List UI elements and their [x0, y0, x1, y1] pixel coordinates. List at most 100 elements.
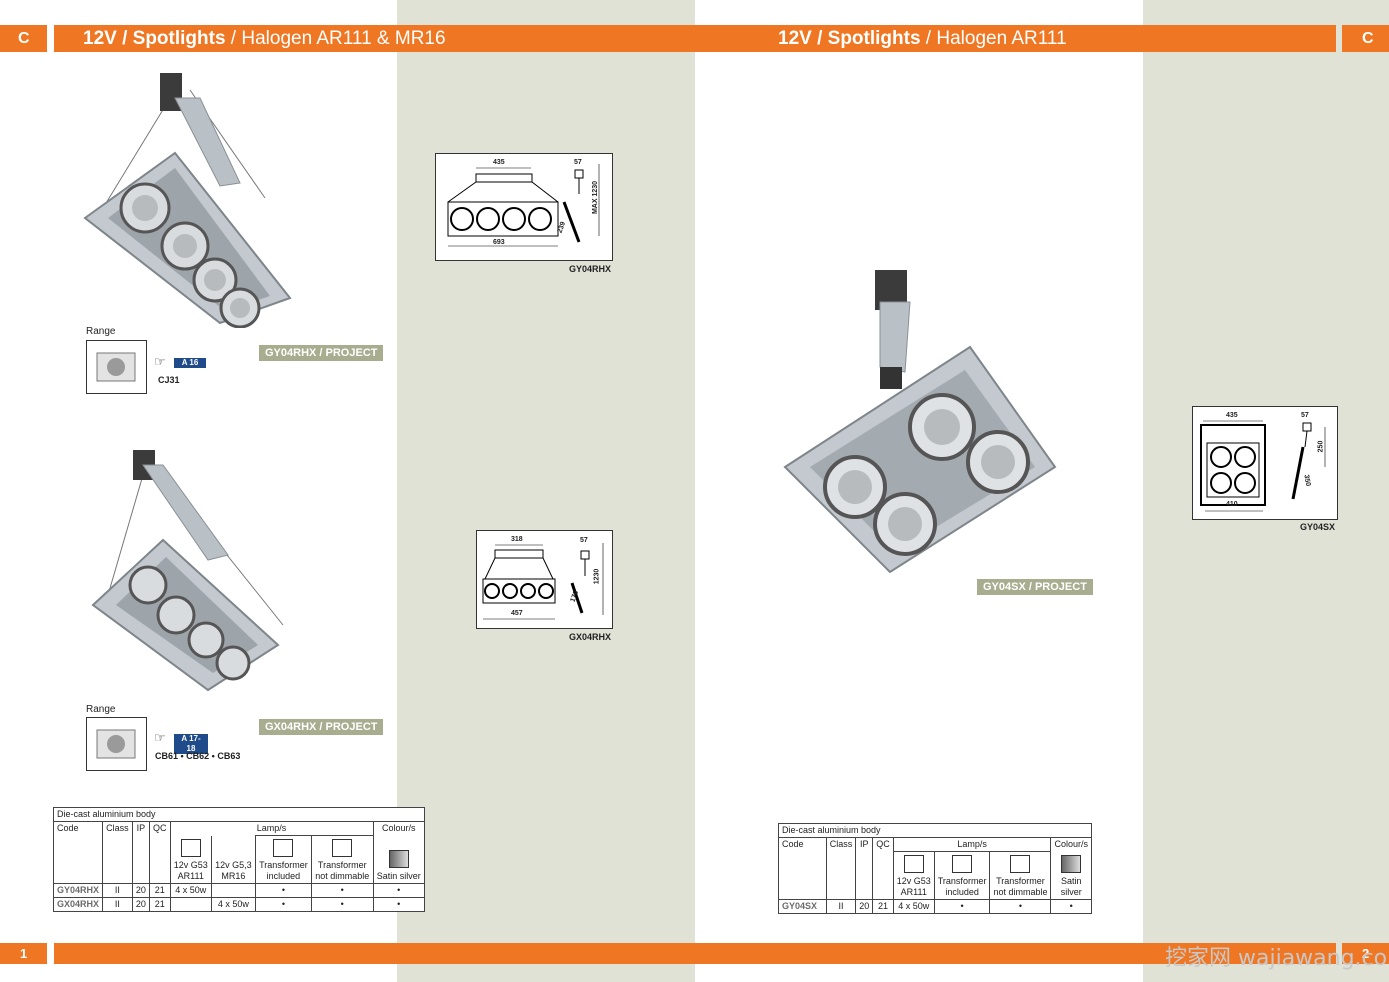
- pointing-hand-icon: ☞: [154, 354, 166, 369]
- left-page-side-band: [397, 0, 695, 982]
- dim-top: 435: [493, 159, 505, 166]
- left-tab-letter: C: [18, 30, 30, 47]
- dim-height: 250: [1317, 440, 1325, 453]
- left-title-bold: 12V / Spotlights: [83, 28, 226, 49]
- row-transformer: •: [933, 899, 991, 914]
- row-not-dimmable: •: [310, 897, 374, 912]
- dim-height: 1230: [593, 568, 601, 585]
- left-tab: C: [0, 25, 47, 52]
- transformer-not-dimmable-label: Transformer not dimmable: [993, 876, 1048, 897]
- transformer-not-dimmable: Transformer not dimmable: [989, 851, 1052, 900]
- dimension-drawing-gy04sx: 435 57 410 250 350: [1192, 406, 1338, 520]
- right-tab: C: [1342, 25, 1389, 52]
- table-caption: Die-cast aluminium body: [53, 807, 425, 822]
- lamp-mr16-label: 12v G5,3 MR16: [215, 860, 252, 881]
- right-title-bold: 12V / Spotlights: [778, 28, 921, 49]
- col-lamps: Lamp/s: [892, 837, 1052, 852]
- range-label-2: Range: [86, 704, 116, 715]
- drawing-code-gy04sx: GY04SX: [1300, 522, 1336, 532]
- transformer-included: Transformer included: [933, 851, 991, 900]
- dim-height: MAX 1230: [592, 180, 600, 215]
- col-qc: QC: [148, 821, 171, 884]
- not-dimmable-icon: [332, 839, 353, 857]
- row-satin-silver: •: [372, 897, 426, 912]
- lamp-ar111-label: 12v G53 AR111: [173, 860, 208, 881]
- left-header-bar: 12V / Spotlights / Halogen AR111 & MR16: [54, 25, 695, 52]
- transformer-included: Transformer included: [254, 835, 312, 884]
- product-tag-gx04rhx: GX04RHX / PROJECT: [259, 719, 384, 735]
- dim-top: 318: [511, 536, 523, 543]
- row-not-dimmable: •: [989, 899, 1052, 914]
- row-ip: 20: [131, 883, 150, 898]
- range-thumbnail-2[interactable]: [86, 717, 147, 771]
- row-ar111: 4 x 50w: [169, 883, 212, 898]
- row-code: GY04SX: [778, 899, 827, 914]
- lamp-ar111: 12v G53 AR111: [892, 851, 935, 900]
- col-ip: IP: [855, 837, 874, 900]
- dim-top: 435: [1226, 412, 1238, 419]
- colour-satin-silver: Satin silver: [372, 835, 426, 884]
- ar111-lamp-icon: [903, 855, 924, 873]
- footer-bar: [54, 943, 1336, 964]
- range-codes-1: CJ31: [158, 375, 180, 385]
- dimension-drawing-gx04rhx: 318 57 457 1230 176: [476, 530, 613, 629]
- transformer-icon: [952, 855, 973, 873]
- row-qc: 21: [148, 883, 171, 898]
- row-ar111: [169, 897, 212, 912]
- col-qc: QC: [872, 837, 894, 900]
- product-tag-gy04rhx: GY04RHX / PROJECT: [259, 345, 384, 361]
- catalog-ref-badge-1[interactable]: A 16: [174, 358, 206, 368]
- table-row: GY04SX II 20 21 4 x 50w • • •: [778, 899, 1092, 914]
- right-page-title: 12V / Spotlights / Halogen AR111: [778, 26, 1067, 52]
- dimension-drawing-gy04rhx: 435 57 693 MAX 1230 239: [435, 153, 613, 261]
- range-label-1: Range: [86, 326, 116, 337]
- right-header-bar: 12V / Spotlights / Halogen AR111: [695, 25, 1336, 52]
- range-thumbnail-1[interactable]: [86, 340, 147, 394]
- row-class: II: [102, 883, 133, 898]
- row-mr16: [210, 883, 256, 898]
- row-satin-silver: •: [1050, 899, 1092, 914]
- spec-table-right: Die-cast aluminium body Code Class IP QC…: [778, 823, 1092, 914]
- col-colours: Colour/s: [372, 821, 426, 836]
- dim-bottom: 410: [1226, 501, 1238, 508]
- row-code: GY04RHX: [52, 883, 104, 898]
- ar111-lamp-icon: [180, 839, 201, 857]
- col-code: Code: [778, 837, 827, 900]
- watermark: 挖家网 wajiawang.com: [1165, 946, 1389, 971]
- row-code: GX04RHX: [52, 897, 104, 912]
- transformer-included-label: Transformer included: [259, 860, 308, 881]
- drawing-code-gy04rhx: GY04RHX: [569, 264, 612, 274]
- catalog-ref-badge-2[interactable]: A 17-18: [174, 734, 208, 754]
- transformer-not-dimmable-label: Transformer not dimmable: [315, 860, 370, 881]
- col-ip: IP: [131, 821, 150, 884]
- row-class: II: [102, 897, 133, 912]
- gy04rhx-product-photo: [80, 68, 310, 329]
- transformer-included-label: Transformer included: [937, 876, 987, 897]
- dim-bottom: 457: [511, 610, 523, 617]
- satin-silver-swatch-icon: [1061, 855, 1082, 873]
- satin-silver-label: Satin silver: [376, 871, 421, 881]
- not-dimmable-icon: [1010, 855, 1031, 873]
- colour-satin-silver: Satin silver: [1050, 851, 1092, 900]
- satin-silver-swatch-icon: [388, 850, 409, 868]
- lamp-mr16: 12v G5,3 MR16: [210, 835, 256, 884]
- dim-side: 57: [1301, 412, 1309, 419]
- left-page-title: 12V / Spotlights / Halogen AR111 & MR16: [83, 26, 446, 52]
- table-row: GY04RHX II 20 21 4 x 50w • • •: [52, 883, 426, 898]
- lamp-ar111-label: 12v G53 AR111: [896, 876, 931, 897]
- satin-silver-label: Satin silver: [1060, 876, 1082, 897]
- right-page-number: 2: [1362, 946, 1370, 961]
- gy04sx-product-photo: [780, 262, 1060, 577]
- dim-side: 57: [574, 159, 582, 166]
- spec-table-left: Die-cast aluminium body Code Class IP QC…: [52, 807, 426, 912]
- lamp-ar111: 12v G53 AR111: [169, 835, 212, 884]
- left-page-number: 1: [20, 946, 28, 961]
- pointing-hand-icon: ☞: [154, 730, 166, 745]
- right-footer-pageno: 2: [1342, 943, 1389, 964]
- col-lamps: Lamp/s: [169, 821, 374, 836]
- transformer-icon: [273, 839, 294, 857]
- col-code: Code: [52, 821, 104, 884]
- right-title-rest: / Halogen AR111: [920, 28, 1067, 49]
- table-caption: Die-cast aluminium body: [778, 823, 1092, 838]
- product-tag-gy04sx: GY04SX / PROJECT: [977, 579, 1093, 595]
